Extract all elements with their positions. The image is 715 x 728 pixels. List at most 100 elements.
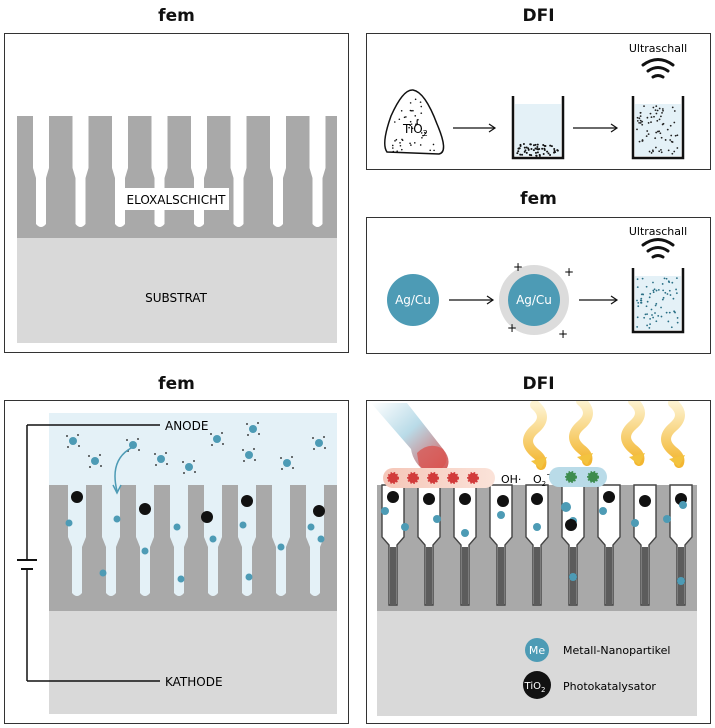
particle <box>530 148 533 151</box>
photocatalysis-diagram: OH· O2− Me Metall-Nanopartikel TiO2 Phot… <box>371 401 697 716</box>
particle <box>657 315 660 317</box>
particle <box>639 112 642 114</box>
pore <box>381 484 405 606</box>
powder-dot <box>414 115 417 117</box>
deposited-nanoparticles <box>65 515 325 583</box>
particle <box>641 277 644 280</box>
particle <box>669 294 672 296</box>
particle <box>646 130 649 132</box>
particle <box>543 147 546 150</box>
particle <box>519 153 522 156</box>
particle <box>534 143 537 146</box>
sound-wave-icon <box>641 58 675 79</box>
particle <box>636 286 639 289</box>
arrow-head-icon <box>486 295 495 305</box>
particle <box>670 134 673 137</box>
powder-dot <box>413 142 416 144</box>
charge-dot <box>99 454 101 456</box>
particle <box>639 299 642 302</box>
particle <box>644 313 647 316</box>
oxide-layer <box>49 485 337 611</box>
charge-dot <box>242 449 244 451</box>
particle <box>655 320 658 323</box>
pore-core <box>534 547 540 605</box>
nanoparticle <box>239 521 247 529</box>
powder-dot <box>411 127 414 130</box>
tio2-particle-small <box>565 519 577 531</box>
charge-dot <box>88 455 90 457</box>
particle <box>636 128 638 131</box>
pore <box>102 485 120 596</box>
pore <box>230 116 247 227</box>
particle <box>655 131 658 134</box>
powder-dot <box>399 142 401 144</box>
particle <box>676 147 679 149</box>
pore <box>597 484 621 606</box>
powder-dot <box>420 112 423 114</box>
particle <box>666 293 669 295</box>
particle <box>658 107 661 110</box>
particle <box>672 297 675 300</box>
powder-dot <box>429 149 432 152</box>
deposited-nanoparticles <box>381 501 687 585</box>
particle <box>646 116 649 119</box>
pore <box>489 484 513 606</box>
particle <box>647 122 650 124</box>
particle <box>544 145 547 148</box>
particle <box>525 146 528 149</box>
pore <box>270 116 286 227</box>
charge-dot <box>211 444 213 446</box>
radical-particle <box>467 472 479 484</box>
electrodeposition-diagram: ANODE KATHODE <box>17 413 337 714</box>
particle <box>525 151 528 154</box>
particle <box>638 140 641 143</box>
particle <box>648 327 651 329</box>
tio2-particle <box>531 493 543 505</box>
sound-wave-icon <box>641 238 675 259</box>
agcu-label-left: Ag/Cu <box>395 293 431 307</box>
particle <box>519 144 522 147</box>
powder-dot <box>405 116 407 118</box>
anodized-layer-panel: ELOXALSCHICHT SUBSTRAT <box>4 33 349 353</box>
particle <box>667 320 670 323</box>
particle <box>636 116 639 119</box>
particle <box>639 301 642 304</box>
anodized-layer-diagram: ELOXALSCHICHT SUBSTRAT <box>17 116 337 343</box>
tio2-dispersion-panel: TiO2 Ultraschall <box>366 33 711 170</box>
particle <box>660 315 663 318</box>
ultraschall-label: Ultraschall <box>629 42 687 55</box>
pore <box>238 485 256 596</box>
charge-dot <box>77 434 79 436</box>
particle <box>645 305 648 308</box>
superoxide-particle <box>587 471 599 483</box>
charge-dot <box>126 439 128 441</box>
particle <box>663 277 666 280</box>
plus-sign: + <box>564 265 574 279</box>
particle <box>648 150 651 153</box>
cathode-label: KATHODE <box>165 675 223 689</box>
charge-dot <box>247 434 249 436</box>
powder-dot <box>420 132 423 134</box>
particle <box>534 147 537 150</box>
agcu-dispersion-panel: Ag/Cu Ag/Cu + + + + Ultraschall <box>366 217 711 354</box>
particle <box>661 283 664 285</box>
nanoparticle <box>249 425 257 433</box>
powder-dot <box>416 122 418 125</box>
legend-me-text: Me <box>529 644 545 657</box>
particle <box>668 289 671 292</box>
tio2-particle <box>313 505 325 517</box>
particle <box>661 111 663 114</box>
particle <box>668 311 671 314</box>
nanoparticle <box>173 523 181 531</box>
charge-dot <box>155 464 157 466</box>
particle <box>550 145 553 148</box>
agcu-particle-charged <box>508 274 560 326</box>
beaker-settled <box>511 96 565 160</box>
powder-dot <box>409 120 412 123</box>
particle <box>664 291 667 294</box>
particle <box>661 108 664 110</box>
particle <box>676 317 679 319</box>
particle <box>641 139 644 141</box>
pore <box>453 484 477 606</box>
particle <box>553 147 556 150</box>
